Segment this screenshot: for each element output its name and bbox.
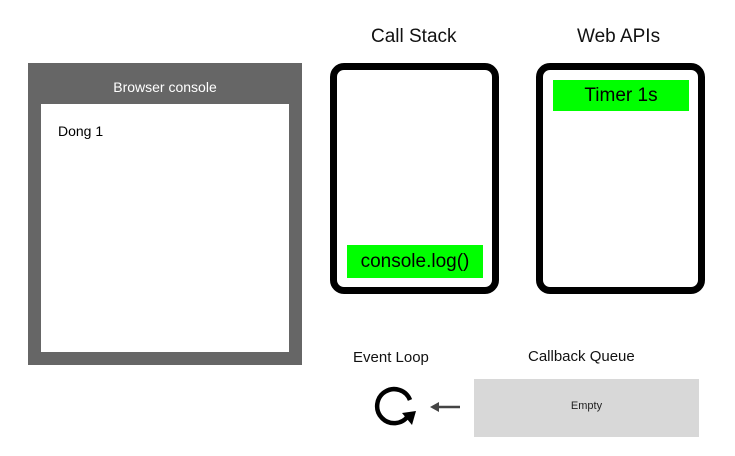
- console-line: Dong 1: [58, 123, 104, 139]
- refresh-icon: [374, 386, 416, 426]
- event-loop-label: Event Loop: [353, 349, 429, 366]
- callback-queue-status: Empty: [570, 400, 603, 412]
- web-api-item: Timer 1s: [553, 80, 689, 111]
- callback-queue-box: Empty: [474, 379, 699, 437]
- call-stack-box: console.log(): [330, 63, 499, 294]
- web-apis-title: Web APIs: [577, 26, 661, 47]
- console-output: Dong 1: [41, 104, 289, 352]
- web-apis-box: Timer 1s: [536, 63, 705, 294]
- call-stack-item: console.log(): [347, 245, 483, 278]
- browser-console: Browser console Dong 1: [28, 63, 302, 365]
- browser-console-title: Browser console: [113, 79, 217, 95]
- arrow-left-icon: [430, 402, 460, 412]
- callback-queue-label: Callback Queue: [528, 348, 635, 365]
- call-stack-title: Call Stack: [371, 26, 457, 47]
